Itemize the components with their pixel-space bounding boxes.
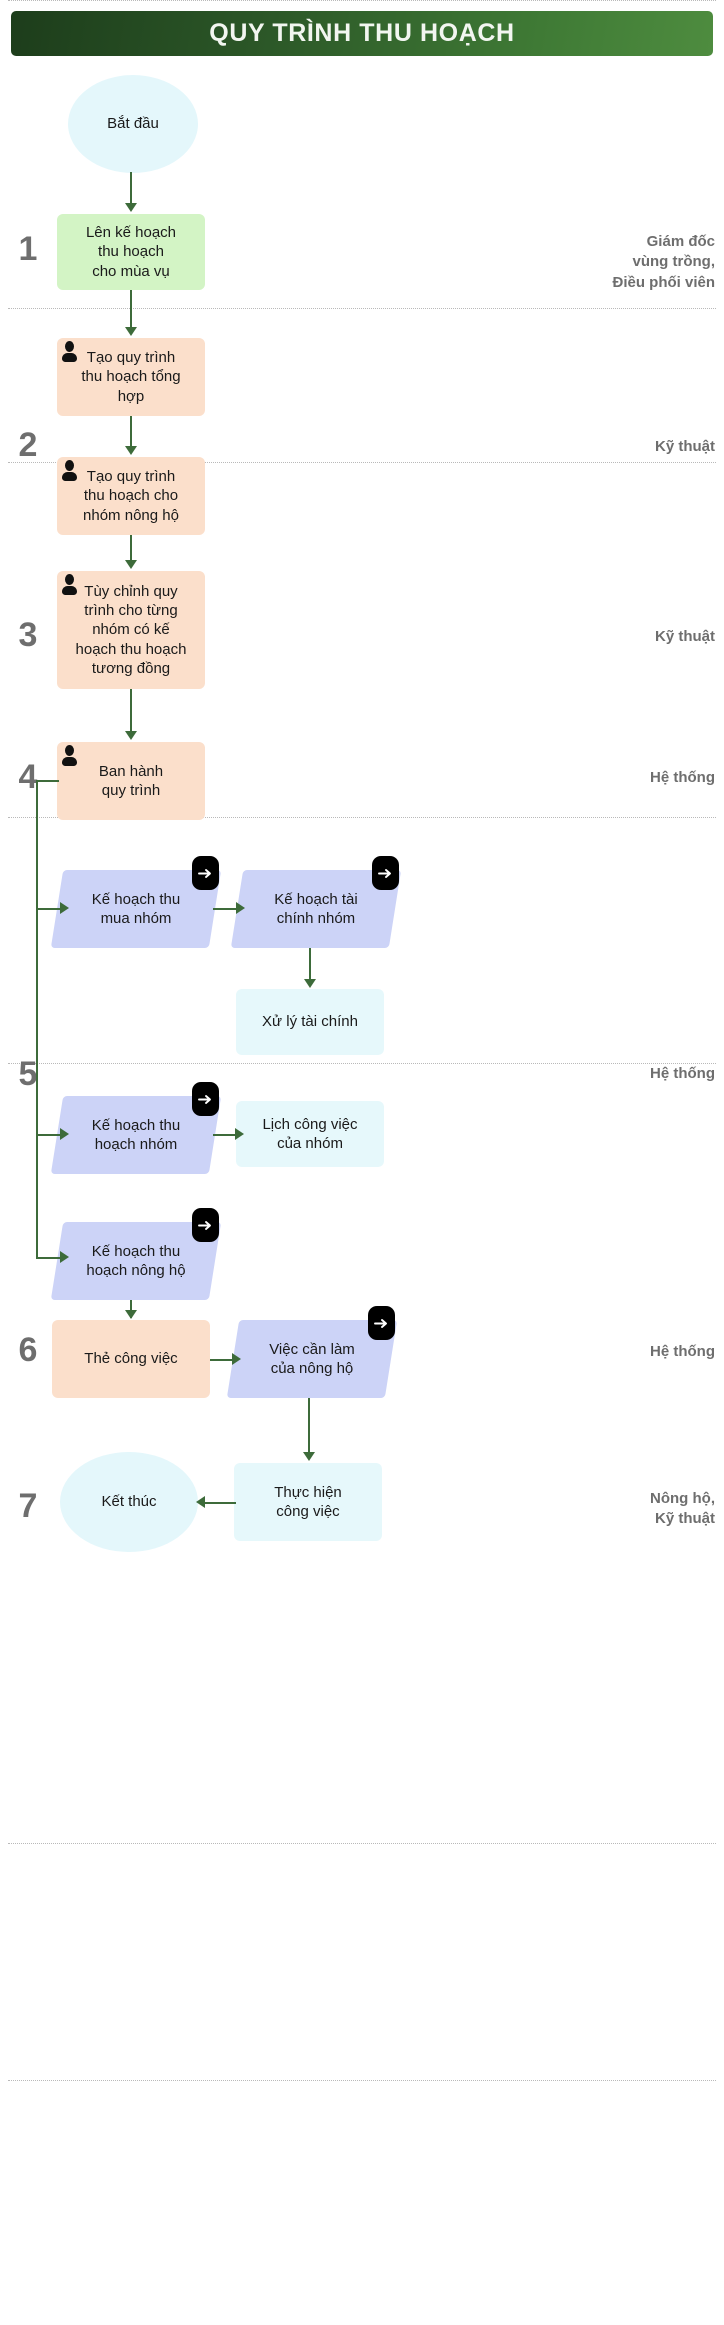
connector-arrowhead	[125, 203, 137, 212]
node-group-purchase-plan[interactable]: Kế hoạch thu mua nhóm	[50, 856, 222, 948]
page-header: QUY TRÌNH THU HOẠCH	[11, 11, 713, 56]
section-divider	[8, 462, 716, 463]
connector-arrowhead	[235, 1128, 244, 1140]
connector	[210, 1359, 235, 1361]
connector-arrowhead	[303, 1452, 315, 1461]
node-customize-process[interactable]: Tùy chỉnh quy trình cho từng nhóm có kế …	[57, 571, 205, 689]
section-divider	[8, 1063, 716, 1064]
connector-arrowhead	[304, 979, 316, 988]
step-number-4: 4	[18, 758, 38, 796]
role-label-7: Nông hộ, Kỹ thuật	[650, 1490, 715, 1528]
connector	[130, 689, 132, 733]
connector	[36, 1257, 62, 1259]
node-end[interactable]: Kết thúc	[60, 1452, 198, 1552]
connector-arrowhead	[125, 446, 137, 455]
node-finance-processing[interactable]: Xử lý tài chính	[236, 989, 384, 1055]
node-group-harvest-plan-label: Kế hoạch thu hoạch nhóm	[91, 1116, 181, 1153]
connector	[130, 290, 132, 329]
arrow-right-badge-icon	[192, 856, 219, 890]
node-do-work[interactable]: Thực hiện công việc	[234, 1463, 382, 1541]
node-household-todo-label: Việc cần làm của nông hộ	[269, 1340, 355, 1377]
page-title: QUY TRÌNH THU HOẠCH	[209, 19, 515, 47]
person-icon	[61, 745, 77, 767]
connector-arrowhead	[196, 1496, 205, 1508]
role-label-6: Hệ thống	[650, 1343, 715, 1360]
step-number-6: 6	[18, 1331, 38, 1369]
node-start-label: Bắt đầu	[107, 115, 159, 133]
node-plan-season[interactable]: Lên kế hoạch thu hoạch cho mùa vụ	[57, 214, 205, 290]
node-group-finance-plan[interactable]: Kế hoạch tài chính nhóm	[230, 856, 402, 948]
arrow-right-badge-icon	[192, 1082, 219, 1116]
node-plan-season-label: Lên kế hoạch thu hoạch cho mùa vụ	[85, 224, 177, 280]
step-number-7: 7	[18, 1487, 38, 1525]
arrow-right-badge-icon	[368, 1306, 395, 1340]
step-number-2: 2	[18, 426, 38, 464]
connector-arrowhead	[236, 902, 245, 914]
connector	[309, 948, 311, 981]
node-publish-process-label: Ban hành quy trình	[98, 762, 164, 799]
role-label-4: Hệ thống	[650, 769, 715, 786]
arrow-right-badge-icon	[192, 1208, 219, 1242]
node-do-work-label: Thực hiện công việc	[274, 1483, 342, 1520]
node-group-harvest-plan[interactable]: Kế hoạch thu hoạch nhóm	[50, 1082, 222, 1174]
node-start[interactable]: Bắt đầu	[68, 75, 198, 173]
person-icon	[61, 574, 77, 596]
connector	[130, 172, 132, 205]
node-create-group-process-label: Tạo quy trình thu hoạch cho nhóm nông hộ	[83, 468, 179, 524]
node-publish-process[interactable]: Ban hành quy trình	[57, 742, 205, 820]
connector	[213, 908, 238, 910]
node-work-card-label: Thẻ công việc	[84, 1350, 178, 1368]
node-group-purchase-plan-label: Kế hoạch thu mua nhóm	[91, 890, 181, 927]
node-work-card[interactable]: Thẻ công việc	[52, 1320, 210, 1398]
connector	[204, 1502, 236, 1504]
connector	[36, 780, 59, 782]
connector-arrowhead	[60, 1251, 69, 1263]
role-label-2: Kỹ thuật	[655, 438, 715, 455]
connector-arrowhead	[125, 327, 137, 336]
node-household-harvest-plan[interactable]: Kế hoạch thu hoạch nông hộ	[50, 1208, 222, 1300]
connector	[213, 1134, 238, 1136]
connector	[130, 1300, 132, 1318]
connector	[36, 1134, 62, 1136]
node-create-master-process[interactable]: Tạo quy trình thu hoạch tổng hợp	[57, 338, 205, 416]
arrow-right-badge-icon	[372, 856, 399, 890]
connector-arrowhead	[125, 1310, 137, 1319]
connector-arrowhead	[60, 1128, 69, 1140]
connector-arrowhead	[60, 902, 69, 914]
node-customize-process-label: Tùy chỉnh quy trình cho từng nhóm có kế …	[75, 583, 187, 677]
node-create-master-process-label: Tạo quy trình thu hoạch tổng hợp	[81, 349, 181, 405]
node-create-group-process[interactable]: Tạo quy trình thu hoạch cho nhóm nông hộ	[57, 457, 205, 535]
person-icon	[61, 460, 77, 482]
connector	[36, 908, 62, 910]
node-finance-processing-label: Xử lý tài chính	[262, 1013, 358, 1031]
role-label-1: Giám đốc vùng trồng, Điều phối viên	[612, 233, 715, 291]
connector	[130, 416, 132, 448]
connector-arrowhead	[125, 560, 137, 569]
node-group-finance-plan-label: Kế hoạch tài chính nhóm	[274, 890, 358, 927]
section-divider	[8, 817, 716, 818]
step-number-5: 5	[18, 1055, 38, 1093]
node-group-work-schedule-label: Lịch công việc của nhóm	[262, 1115, 358, 1152]
connector	[308, 1398, 310, 1454]
node-end-label: Kết thúc	[101, 1493, 157, 1511]
connector	[130, 535, 132, 562]
role-label-3: Kỹ thuật	[655, 628, 715, 645]
node-group-work-schedule[interactable]: Lịch công việc của nhóm	[236, 1101, 384, 1167]
node-household-todo[interactable]: Việc cần làm của nông hộ	[226, 1306, 398, 1398]
connector-arrowhead	[125, 731, 137, 740]
step-number-3: 3	[18, 616, 38, 654]
person-icon	[61, 341, 77, 363]
section-divider	[8, 0, 716, 1]
step-number-1: 1	[18, 230, 38, 268]
section-divider	[8, 308, 716, 309]
node-household-harvest-plan-label: Kế hoạch thu hoạch nông hộ	[86, 1242, 186, 1279]
role-label-5: Hệ thống	[650, 1065, 715, 1082]
connector-arrowhead	[232, 1353, 241, 1365]
connector	[36, 780, 38, 1257]
section-divider	[8, 2080, 716, 2081]
section-divider	[8, 1843, 716, 1844]
